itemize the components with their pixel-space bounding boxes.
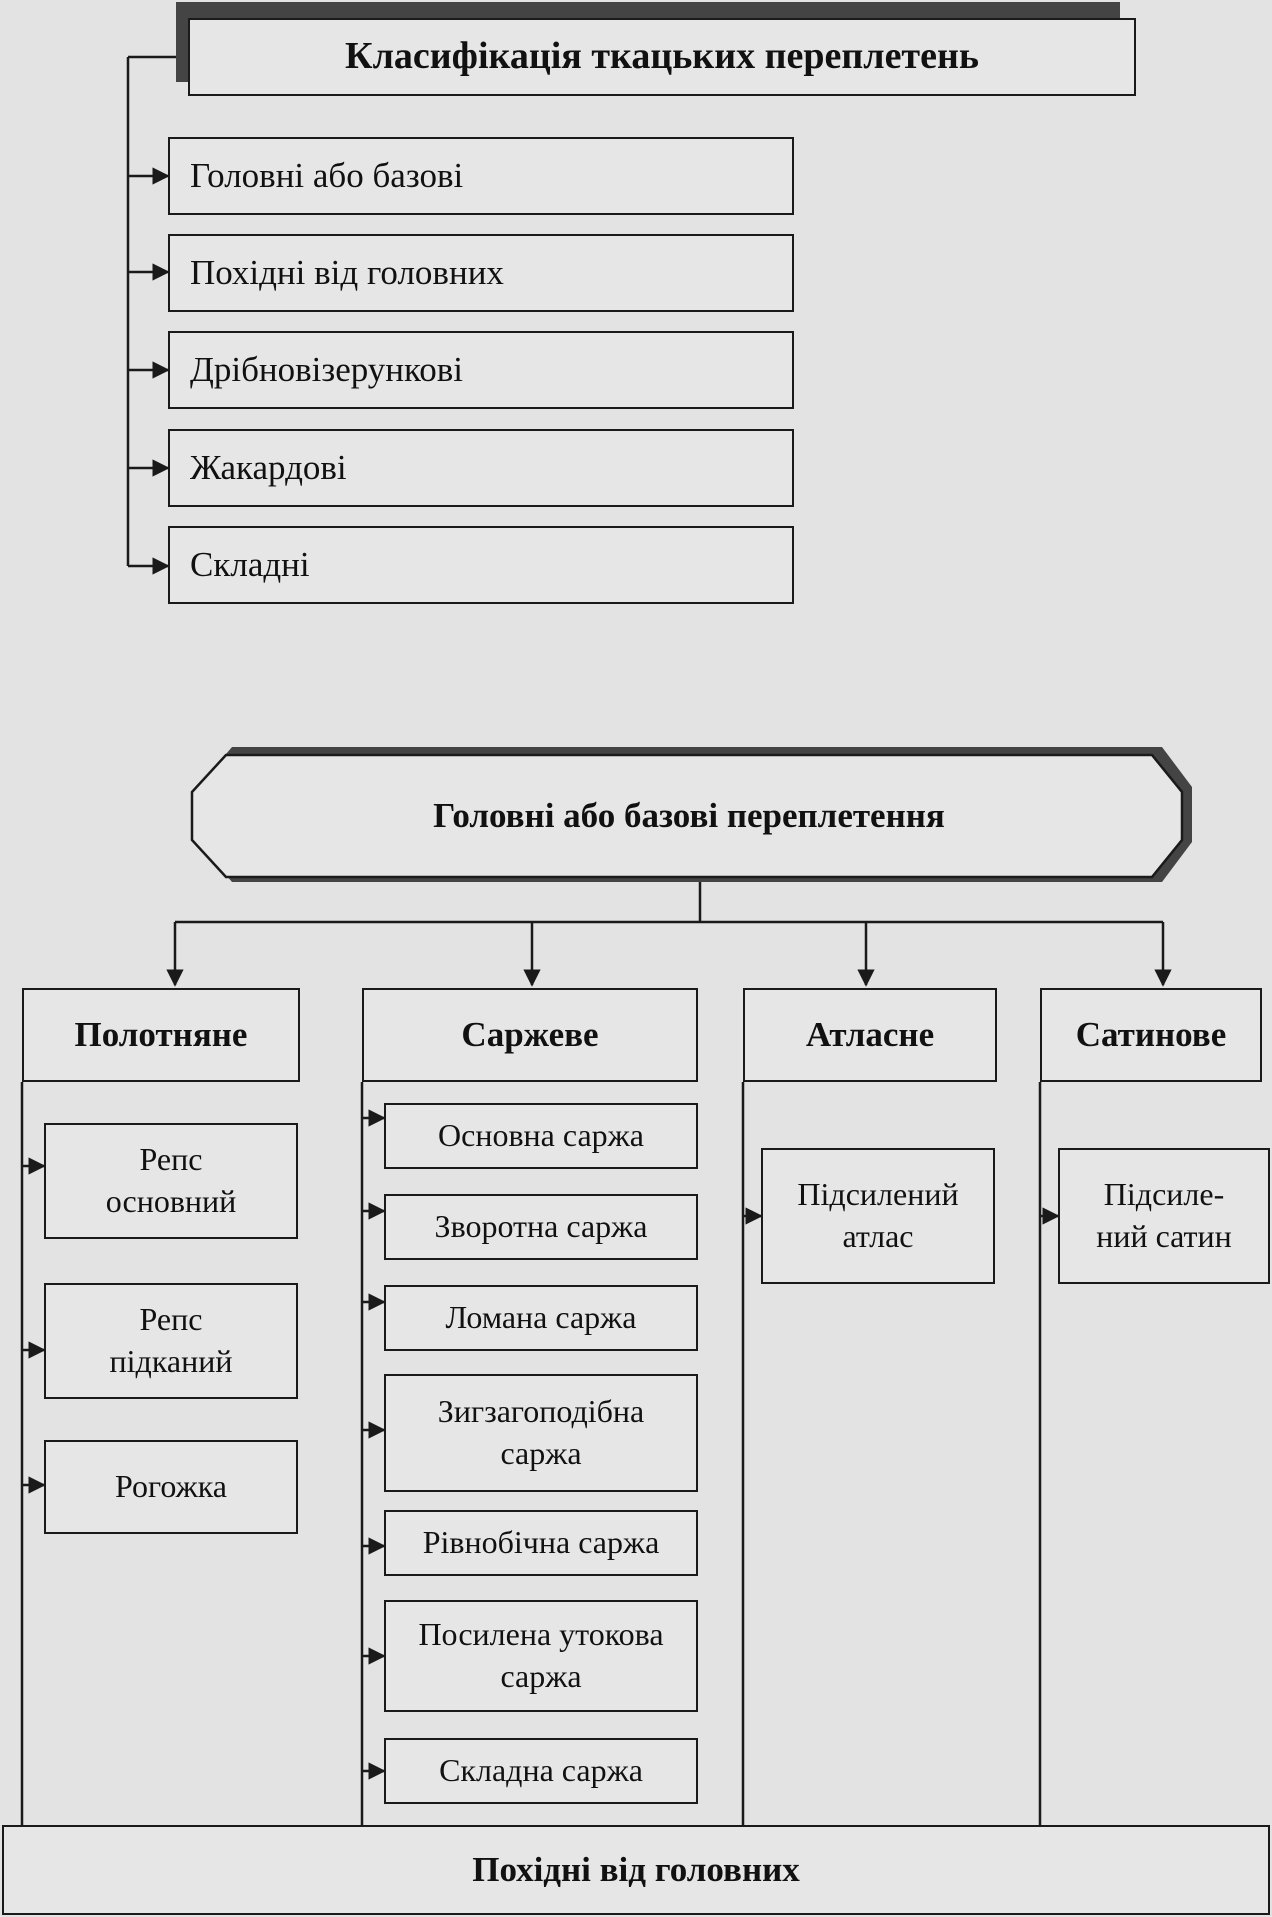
title-shadow bbox=[176, 2, 1120, 20]
main-header-text: Головні або базові переплетення bbox=[433, 796, 945, 835]
classification-title: Класифікація ткацьких переплетень bbox=[188, 18, 1136, 96]
twill-item-main: Основна саржа bbox=[384, 1103, 698, 1169]
plain-item-reps-main: Репс основний bbox=[44, 1123, 298, 1239]
title-shadow-side bbox=[176, 2, 190, 82]
main-header: Головні або базові переплетення bbox=[226, 755, 1152, 877]
top-item-small-pattern: Дрібновізерункові bbox=[168, 331, 794, 409]
top-item-label: Головні або базові bbox=[190, 156, 464, 196]
twill-item-reverse: Зворотна саржа bbox=[384, 1194, 698, 1260]
top-item-derived: Похідні від головних bbox=[168, 234, 794, 312]
plain-item-label: Репс підканий bbox=[109, 1301, 233, 1379]
twill-item-label: Рівнобічна саржа bbox=[422, 1524, 660, 1561]
atlas-item-label: Підсилений атлас bbox=[797, 1176, 959, 1254]
twill-item-complex: Складна саржа bbox=[384, 1738, 698, 1804]
top-item-basic: Головні або базові bbox=[168, 137, 794, 215]
top-item-jacquard: Жакардові bbox=[168, 429, 794, 507]
category-satin: Сатинове bbox=[1040, 988, 1262, 1082]
satin-item-reinforced: Підсиле-ний сатин bbox=[1058, 1148, 1270, 1284]
category-twill: Саржеве bbox=[362, 988, 698, 1082]
twill-item-broken: Ломана саржа bbox=[384, 1285, 698, 1351]
top-item-label: Жакардові bbox=[190, 448, 347, 488]
top-item-label: Складні bbox=[190, 545, 310, 585]
main-header-shape bbox=[190, 753, 1184, 879]
classification-title-text: Класифікація ткацьких переплетень bbox=[345, 35, 979, 78]
derived-title: Похідні від головних bbox=[2, 1825, 1270, 1915]
twill-item-label: Зигзагоподібна саржа bbox=[437, 1393, 645, 1471]
category-satin-label: Сатинове bbox=[1075, 1015, 1227, 1055]
category-atlas: Атласне bbox=[743, 988, 997, 1082]
twill-item-label: Посилена утокова саржа bbox=[418, 1616, 664, 1694]
category-atlas-label: Атласне bbox=[805, 1015, 935, 1055]
category-twill-label: Саржеве bbox=[461, 1015, 599, 1055]
plain-item-label: Рогожка bbox=[115, 1468, 227, 1505]
category-plain-label: Полотняне bbox=[74, 1015, 248, 1055]
twill-item-label: Зворотна саржа bbox=[434, 1208, 648, 1245]
category-plain: Полотняне bbox=[22, 988, 300, 1082]
twill-item-even-sided: Рівнобічна саржа bbox=[384, 1510, 698, 1576]
twill-item-reinforced-weft: Посилена утокова саржа bbox=[384, 1600, 698, 1712]
top-item-complex: Складні bbox=[168, 526, 794, 604]
plain-item-reps-weft: Репс підканий bbox=[44, 1283, 298, 1399]
derived-title-text: Похідні від головних bbox=[472, 1850, 800, 1890]
plain-item-label: Репс основний bbox=[105, 1141, 237, 1219]
top-item-label: Дрібновізерункові bbox=[190, 350, 463, 390]
twill-item-label: Основна саржа bbox=[438, 1117, 644, 1154]
twill-item-label: Складна саржа bbox=[439, 1752, 643, 1789]
atlas-item-reinforced: Підсилений атлас bbox=[761, 1148, 995, 1284]
twill-item-zigzag: Зигзагоподібна саржа bbox=[384, 1374, 698, 1492]
twill-item-label: Ломана саржа bbox=[445, 1299, 637, 1336]
top-item-label: Похідні від головних bbox=[190, 253, 504, 293]
satin-item-label: Підсиле-ний сатин bbox=[1096, 1176, 1232, 1254]
plain-item-matting: Рогожка bbox=[44, 1440, 298, 1534]
